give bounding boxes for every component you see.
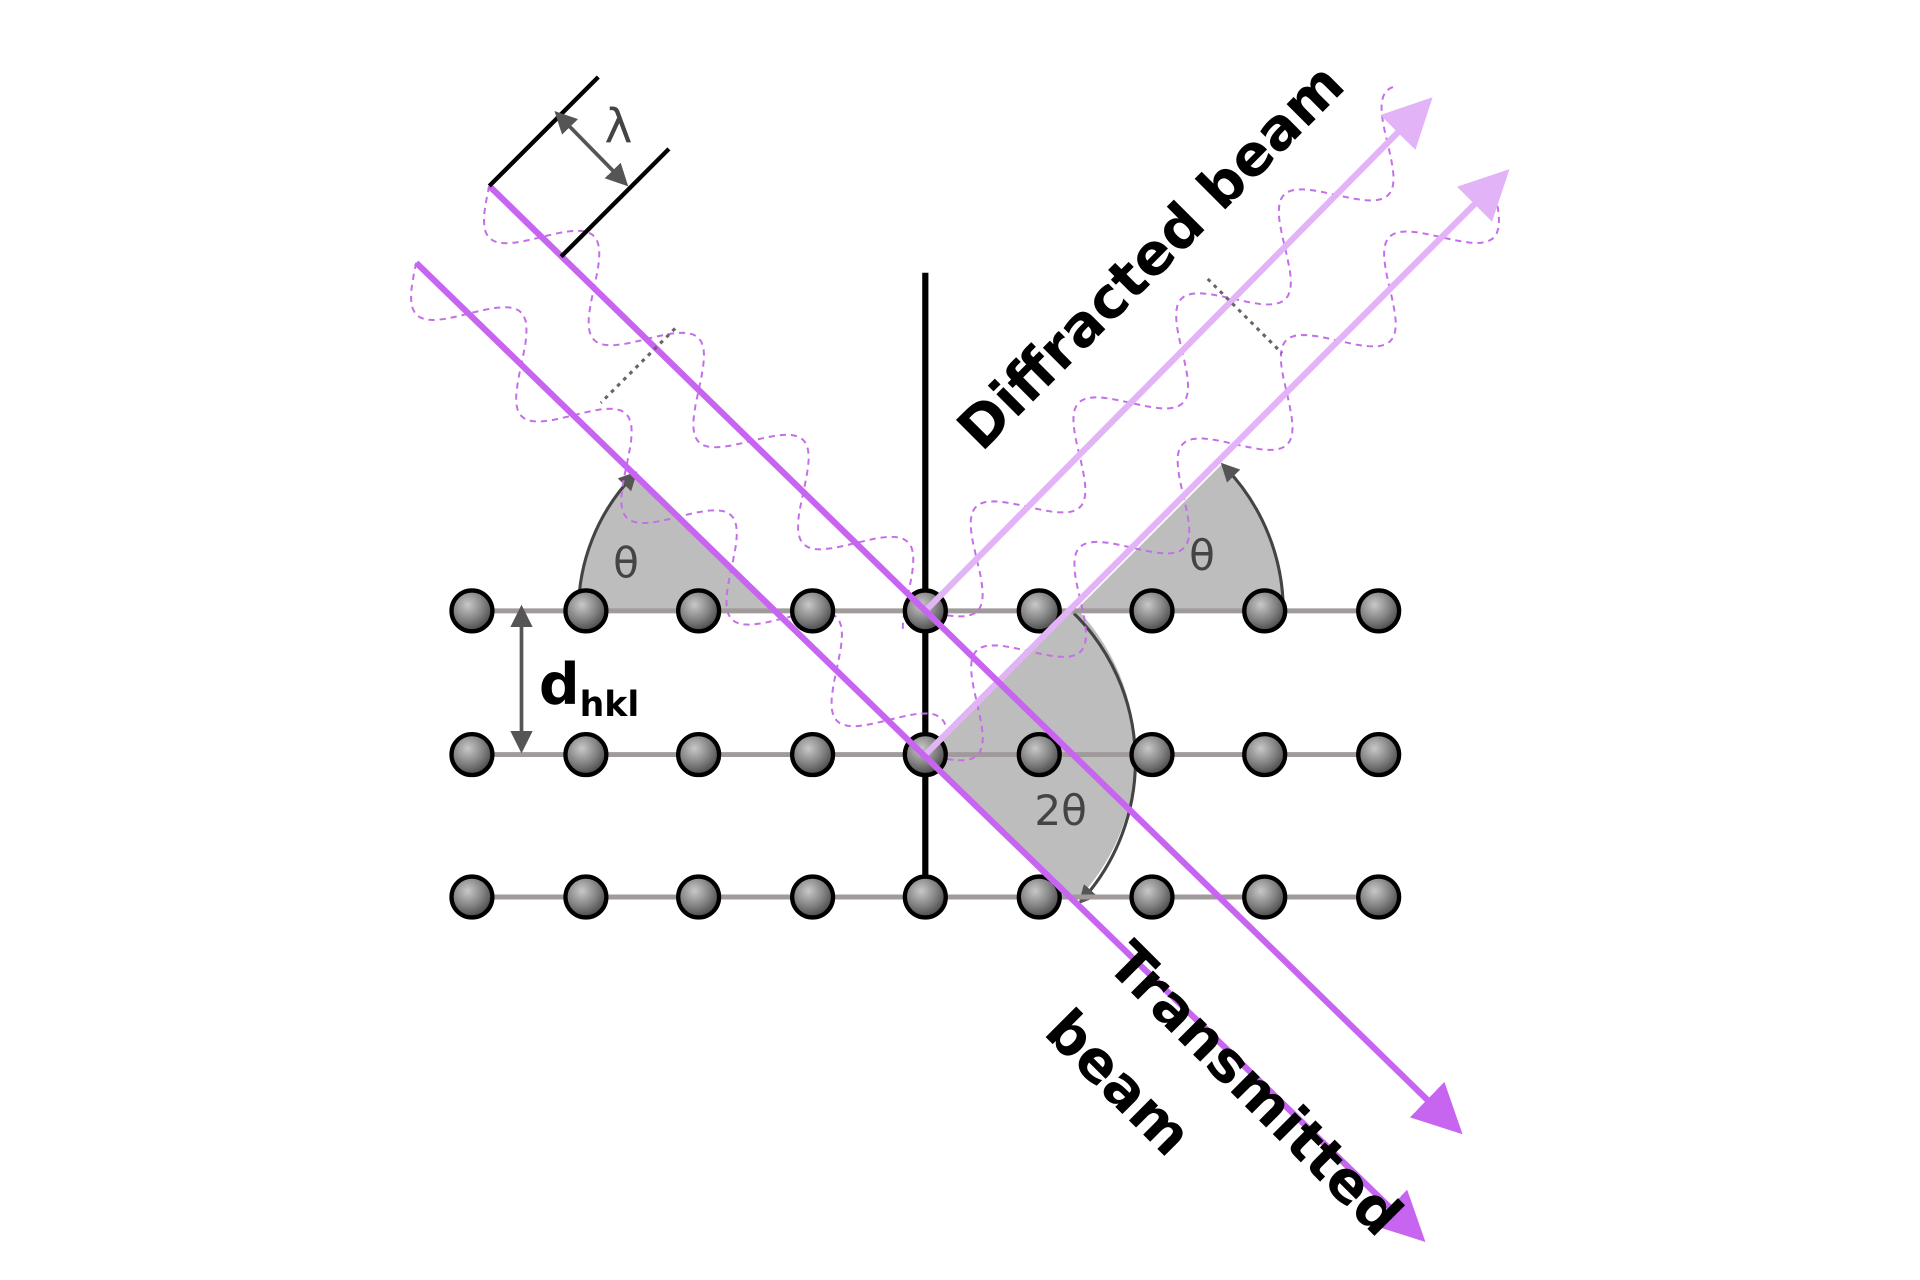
two-theta-label: 2θ [1034,786,1087,835]
atom [449,874,495,920]
atom [676,731,722,778]
atom [563,874,609,920]
wave-path [482,185,915,630]
theta-wedge-left [578,472,775,611]
atom [1242,588,1288,634]
atom [1016,874,1062,920]
atom [563,731,609,778]
d-hkl-label: dhkl [539,652,639,725]
atom [1129,588,1175,634]
path-difference-line [1206,277,1284,355]
incident-beam-1 [487,183,1463,1135]
atom [1356,874,1402,920]
wavelength-marker: λ [487,75,671,259]
diffracted-beam-2 [923,169,1510,757]
atom [789,731,836,778]
incident-beam-2 [414,260,1426,1242]
atom [449,588,495,634]
lambda-label: λ [604,100,632,155]
atom [1242,731,1288,778]
atom [789,874,836,920]
atom [563,588,609,634]
atom [1129,731,1175,778]
wave-path [410,262,948,731]
atom [902,874,948,920]
theta-wedge-right [1075,463,1284,611]
theta-right-label: θ [1189,531,1215,580]
theta-left-label: θ [613,538,639,587]
atom [1016,731,1062,778]
atom [449,731,495,778]
theta-arc-right [1220,462,1285,611]
diffracted-beam-1 [923,97,1433,614]
atom [676,874,722,920]
atom [1356,588,1402,634]
atom [1356,731,1402,778]
atom [1016,588,1062,634]
atom [1242,874,1288,920]
diffracted-beam-label: Diffracted beam [945,51,1357,463]
wave-path [925,180,1500,762]
beams [414,97,1510,1242]
path-difference-line [599,327,677,404]
double-arrow-icon [554,110,629,187]
atom [789,588,836,634]
atom [1129,874,1175,920]
angle-wedges [576,462,1285,905]
atom [676,588,722,634]
